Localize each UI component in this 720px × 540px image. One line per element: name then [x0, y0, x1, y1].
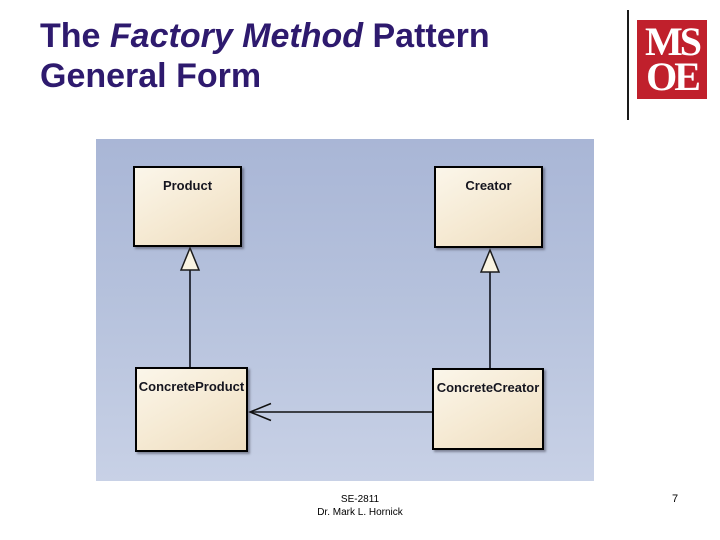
footer-author: Dr. Mark L. Hornick: [317, 507, 403, 518]
uml-class-concrete-product: ConcreteProduct: [135, 367, 248, 452]
footer-course: SE-2811: [340, 494, 380, 505]
slide-footer: SE-2811 Dr. Mark L. Hornick: [0, 493, 720, 519]
slide-title: The Factory Method Pattern General Form: [40, 16, 600, 96]
uml-class-concrete-creator-label: ConcreteCreator: [436, 380, 540, 395]
uml-class-product: Product: [133, 166, 242, 247]
msoe-logo-line1: MS: [645, 19, 702, 64]
title-prefix: The: [40, 17, 110, 55]
uml-class-concrete-creator: ConcreteCreator: [432, 368, 544, 450]
uml-class-creator-label: Creator: [465, 178, 512, 193]
uml-class-product-label: Product: [162, 178, 213, 193]
logo-divider-line: [627, 10, 629, 120]
slide-title-line2: General Form: [40, 57, 262, 95]
msoe-logo: MS OE: [637, 20, 707, 99]
uml-class-creator: Creator: [434, 166, 543, 248]
title-emphasis: Factory Method: [109, 17, 364, 55]
dependency-arrow-concretecreator-to-concreteproduct: [248, 402, 432, 422]
uml-diagram-panel: Product Creator ConcreteProduct Concrete…: [96, 139, 594, 481]
slide-title-line1: The Factory Method Pattern: [40, 16, 600, 56]
title-suffix: Pattern: [363, 17, 490, 55]
uml-connectors: [179, 246, 501, 422]
msoe-logo-line2: OE: [646, 54, 701, 99]
generalization-arrow-concreteproduct-to-product: [179, 246, 201, 368]
page-number: 7: [671, 493, 679, 505]
generalization-arrow-concretecreator-to-creator: [479, 248, 501, 369]
uml-class-concrete-product-label: ConcreteProduct: [138, 379, 245, 394]
